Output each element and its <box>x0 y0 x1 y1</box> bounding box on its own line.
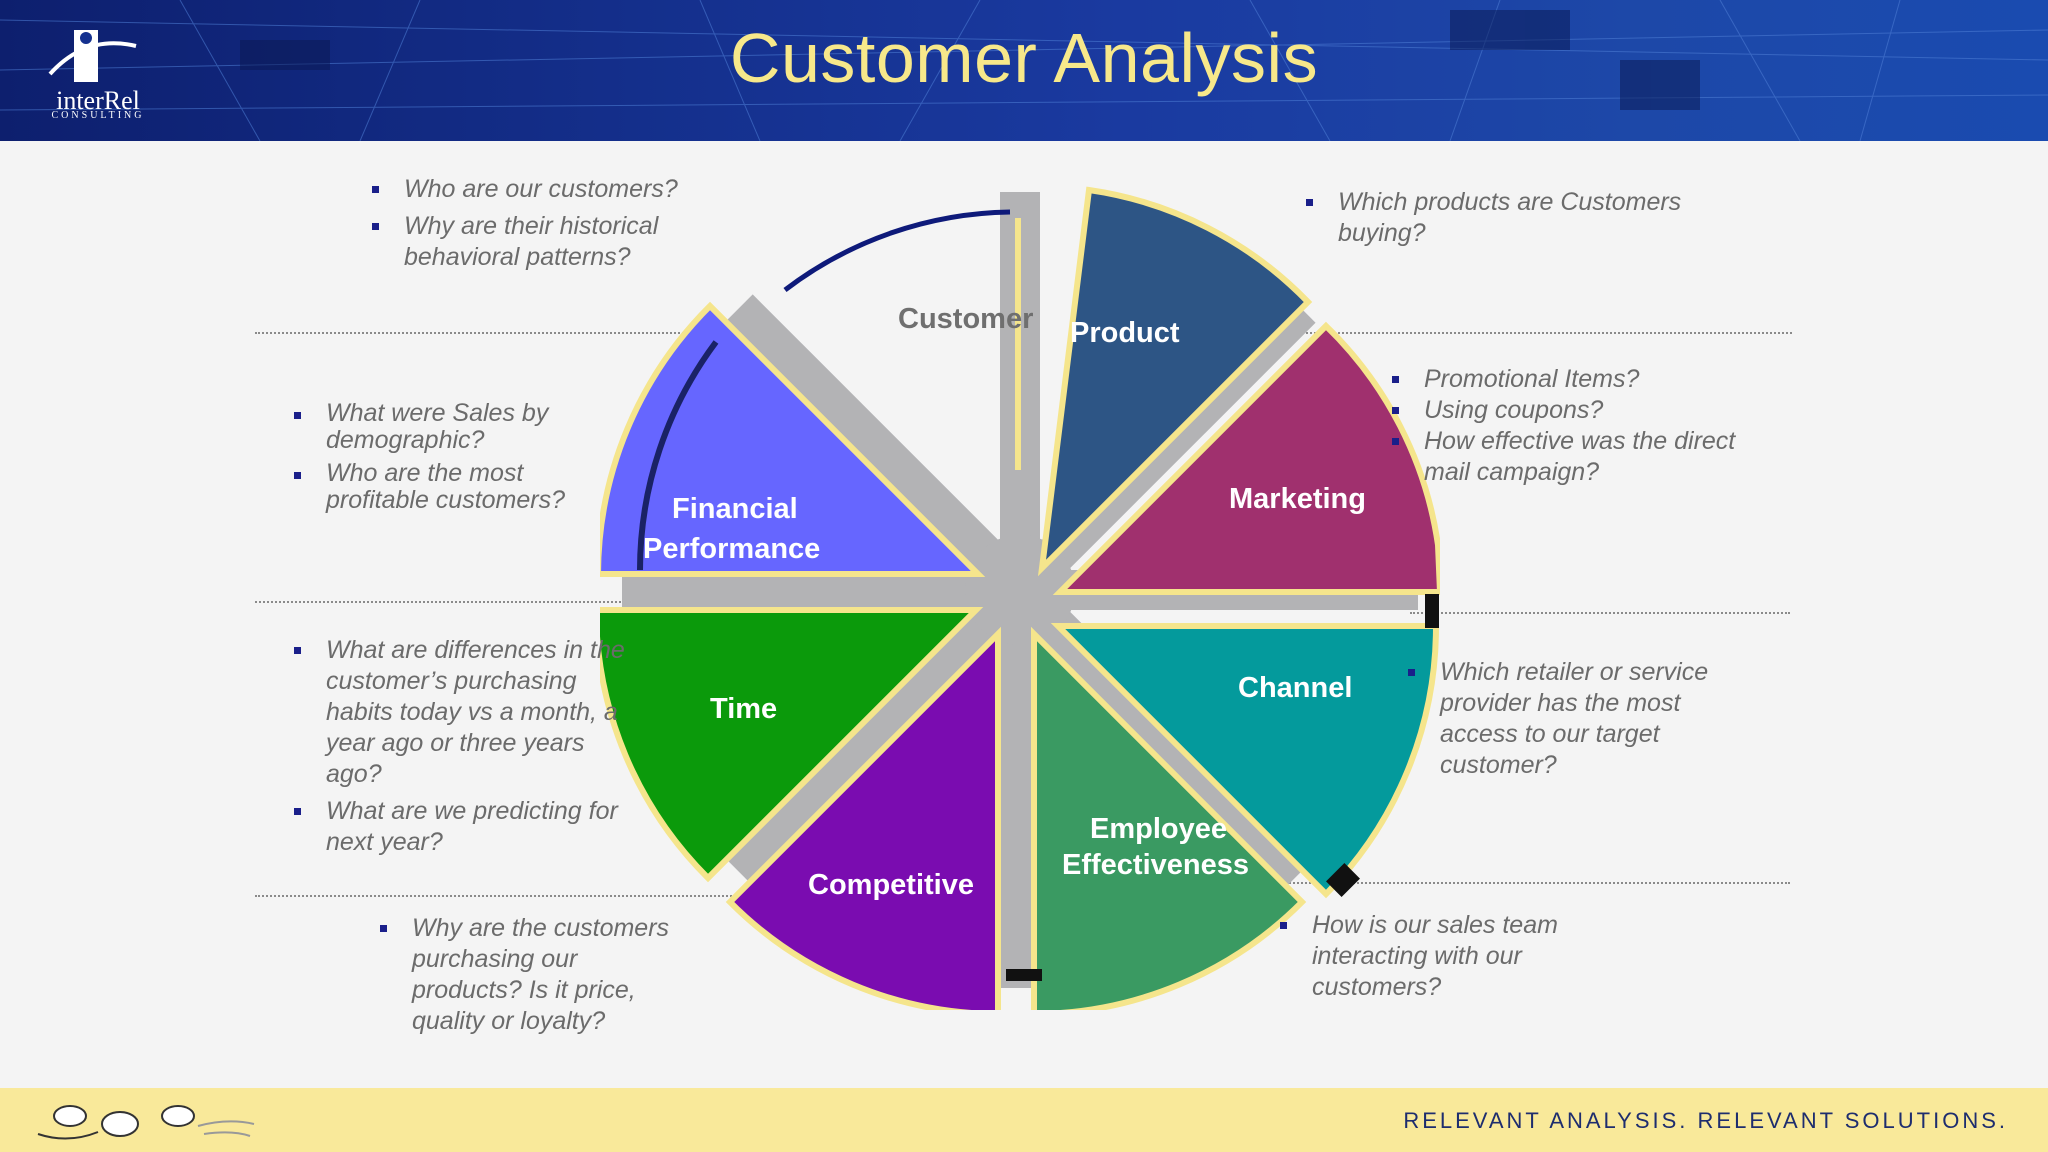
questions-competitive: Why are the customers purchasing our pro… <box>380 913 670 1043</box>
header-banner: interRel CONSULTING Customer Analysis <box>0 0 2048 141</box>
question-item: Who are our customers? <box>372 174 712 205</box>
questions-employee: How is our sales team interacting with o… <box>1280 910 1600 1009</box>
question-item: How is our sales team interacting with o… <box>1280 910 1600 1003</box>
logo-subtext: CONSULTING <box>51 110 145 121</box>
divider-right-1 <box>1290 332 1792 334</box>
footer-tagline: RELEVANT ANALYSIS. RELEVANT SOLUTIONS. <box>1403 1108 2008 1133</box>
segment-label-customer: Customer <box>898 303 1033 335</box>
segment-label-financial-line1: Financial <box>672 493 798 525</box>
divider-right-2 <box>1410 612 1790 614</box>
footer-band: RELEVANT ANALYSIS. RELEVANT SOLUTIONS. <box>0 1088 2048 1152</box>
question-item: Using coupons? <box>1392 395 1782 426</box>
questions-financial: What were Sales by demographic? Who are … <box>294 400 614 520</box>
question-item: What are differences in the customer’s p… <box>294 635 630 790</box>
questions-marketing: Promotional Items? Using coupons? How ef… <box>1392 364 1782 494</box>
page-title: Customer Analysis <box>729 19 1319 97</box>
segment-label-marketing: Marketing <box>1229 483 1366 515</box>
question-item: Which products are Customers buying? <box>1306 187 1726 249</box>
segment-financial-arc <box>637 340 719 571</box>
segment-label-channel: Channel <box>1238 672 1352 704</box>
divider-left-2 <box>255 601 725 603</box>
question-item: What are we predicting for next year? <box>294 796 630 858</box>
interrel-logo <box>48 30 137 82</box>
segment-label-product: Product <box>1070 317 1180 349</box>
questions-time: What are differences in the customer’s p… <box>294 635 630 864</box>
segment-employee-effectiveness[interactable] <box>1031 626 1307 1010</box>
segment-label-financial-line2: Performance <box>643 533 820 565</box>
analysis-wheel: Customer Product Marketing Channel Emplo… <box>600 186 1440 1010</box>
question-item: How effective was the direct mail campai… <box>1392 426 1782 488</box>
header-background-grid <box>0 0 2048 141</box>
segment-label-time: Time <box>710 693 777 725</box>
divider-right-3 <box>1270 882 1790 884</box>
question-item: Why are the customers purchasing our pro… <box>380 913 670 1037</box>
questions-channel: Which retailer or service provider has t… <box>1408 657 1728 787</box>
runner-mascot-icon <box>37 1105 255 1140</box>
question-item: Which retailer or service provider has t… <box>1408 657 1728 781</box>
divider-left-1 <box>255 332 755 334</box>
segment-label-competitive: Competitive <box>808 869 974 901</box>
segment-time[interactable] <box>600 607 984 883</box>
question-item: What were Sales by demographic? <box>294 400 614 454</box>
segment-competitive[interactable] <box>725 626 1001 1010</box>
questions-customer: Who are our customers? Why are their his… <box>372 174 712 279</box>
segment-label-employee-line2: Effectiveness <box>1062 849 1249 881</box>
divider-left-3 <box>255 895 755 897</box>
segment-customer-arc <box>783 209 1011 292</box>
question-item: Promotional Items? <box>1392 364 1782 395</box>
question-item: Why are their historical behavioral patt… <box>372 211 712 273</box>
questions-product: Which products are Customers buying? <box>1306 187 1726 255</box>
segment-product[interactable] <box>1037 186 1313 577</box>
segment-label-employee-line1: Employee <box>1090 813 1227 845</box>
segment-marketing[interactable] <box>1052 321 1440 595</box>
logo-text: interRel <box>56 86 140 115</box>
question-item: Who are the most profitable customers? <box>294 460 614 514</box>
